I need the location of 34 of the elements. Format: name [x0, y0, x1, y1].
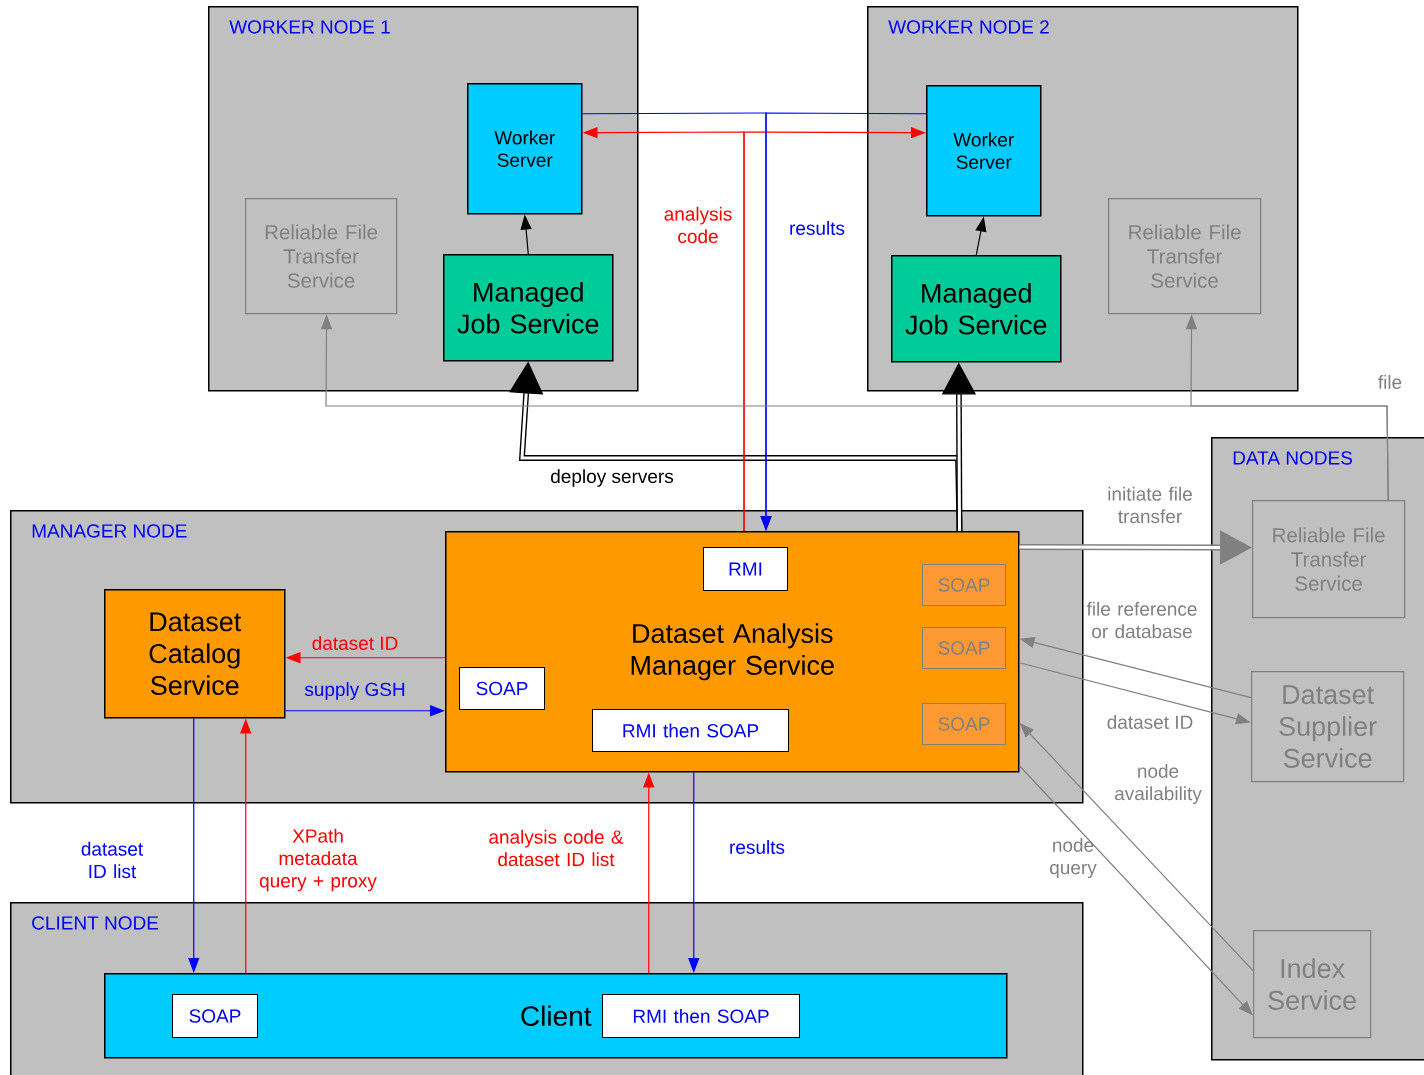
- edge-label: XPath metadata query + proxy: [259, 828, 377, 892]
- service-box: Dataset Catalog Service: [104, 589, 286, 719]
- protocol-tag: RMI then SOAP: [602, 994, 800, 1038]
- edge-label: dataset ID: [1107, 715, 1193, 729]
- service-box: Index Service: [1253, 930, 1372, 1039]
- service-box: Reliable File Transfer Service: [1108, 198, 1262, 315]
- edge-label: supply GSH: [304, 682, 405, 700]
- edge-label: analysis code & dataset ID list: [489, 829, 624, 867]
- service-box: Managed Job Service: [443, 254, 614, 362]
- protocol-tag: SOAP: [922, 627, 1006, 669]
- edge-label: dataset ID: [312, 636, 398, 650]
- server-box: Worker Server: [926, 85, 1042, 217]
- protocol-tag: SOAP: [459, 667, 545, 710]
- protocol-tag: SOAP: [922, 564, 1006, 606]
- protocol-tag: SOAP: [922, 703, 1006, 745]
- protocol-tag: RMI then SOAP: [592, 709, 789, 752]
- edge-label: initiate file transfer: [1108, 486, 1192, 524]
- edge-label: results: [790, 221, 845, 235]
- edge-label: node availability: [1115, 763, 1202, 805]
- edge-label: dataset ID list: [81, 841, 144, 879]
- edge-label: deploy servers: [551, 469, 674, 487]
- edge-label: node query: [1050, 837, 1097, 879]
- server-box: Worker Server: [467, 83, 583, 215]
- protocol-tag: RMI: [703, 547, 788, 591]
- edge-label: file reference or database: [1086, 601, 1197, 639]
- service-box: Reliable File Transfer Service: [245, 198, 398, 315]
- service-box: Dataset Supplier Service: [1251, 671, 1405, 783]
- edge-label: results: [730, 840, 785, 854]
- arrow: [1019, 530, 1252, 565]
- edge-label: analysis code: [664, 206, 732, 244]
- protocol-tag: SOAP: [172, 994, 258, 1038]
- edge-label: file: [1378, 375, 1402, 389]
- service-box: Reliable File Transfer Service: [1252, 500, 1406, 619]
- service-box: Managed Job Service: [891, 255, 1062, 363]
